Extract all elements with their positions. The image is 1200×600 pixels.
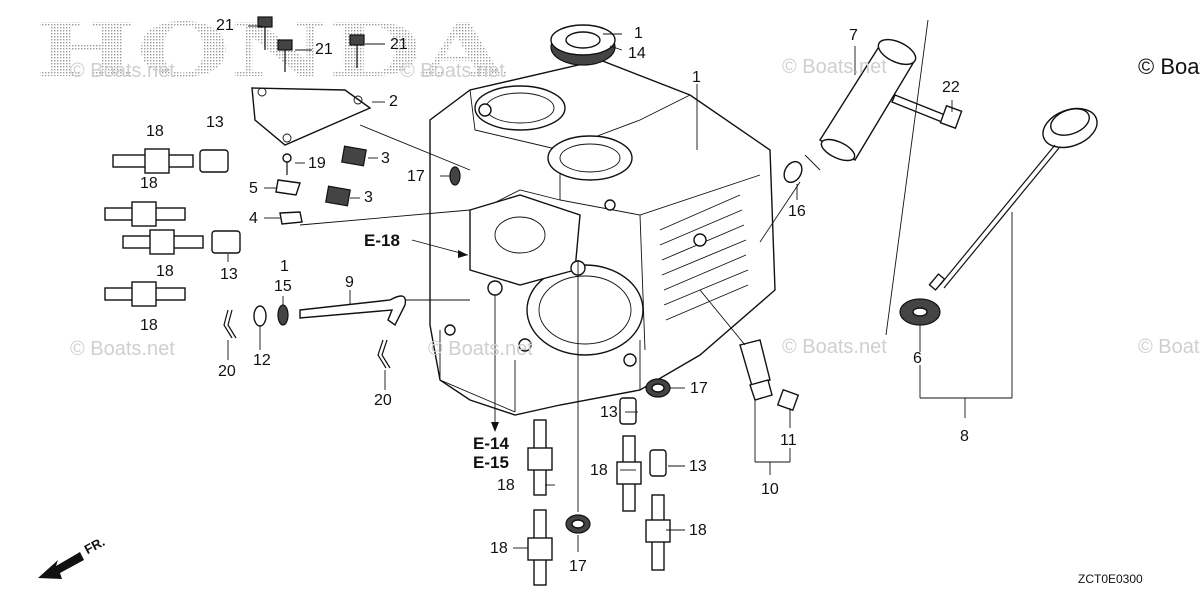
- callout-18-g: 18: [689, 522, 707, 539]
- callout-8: 8: [960, 428, 969, 445]
- ref-e18: E-18: [364, 231, 400, 250]
- callout-20-a: 20: [218, 363, 236, 380]
- oil-dipstick: [928, 107, 1098, 291]
- callout-13-c: 13: [600, 404, 618, 421]
- callout-16: 16: [788, 203, 806, 220]
- callout-5: 5: [249, 180, 258, 197]
- callout-18-h: 18: [490, 540, 508, 557]
- callout-9: 9: [345, 274, 354, 291]
- callout-18-b: 18: [140, 175, 158, 192]
- callout-4: 4: [249, 210, 258, 227]
- oil-seal: [550, 24, 616, 66]
- callout-20-b: 20: [374, 392, 392, 409]
- callout-12: 12: [253, 352, 271, 369]
- crankcase-body: [429, 59, 776, 416]
- callout-21-c: 21: [390, 36, 408, 53]
- callout-18-a: 18: [146, 123, 164, 140]
- callout-1-left: 1: [280, 258, 289, 275]
- callout-14: 14: [628, 45, 646, 62]
- ref-e14: E-14: [473, 434, 509, 453]
- watermark-mid-left: © Boats.net: [70, 338, 175, 360]
- callout-13-a: 13: [206, 114, 224, 131]
- callout-22: 22: [942, 79, 960, 96]
- callout-18-e: 18: [590, 462, 608, 479]
- oil-sensor: [699, 289, 800, 412]
- callout-19: 19: [308, 155, 326, 172]
- washer-16: [783, 160, 803, 184]
- drawing-code: ZCT0E0300: [1078, 572, 1143, 586]
- front-arrow-icon: [38, 552, 84, 579]
- bottom-studs: [527, 378, 671, 586]
- callout-3-a: 3: [381, 150, 390, 167]
- callout-18-c: 18: [156, 263, 174, 280]
- watermark-far-right: © Boats.net: [1138, 336, 1200, 358]
- watermark-top-mid: © Boats.net: [400, 60, 505, 82]
- watermark-top-left: © Boats.net: [70, 60, 175, 82]
- callout-15: 15: [274, 278, 292, 295]
- left-studs: [104, 148, 241, 307]
- cover-plate: [251, 87, 471, 171]
- callout-17-b: 17: [690, 380, 708, 397]
- callout-3-b: 3: [364, 189, 373, 206]
- callout-11: 11: [780, 432, 797, 449]
- seal-17-left: [449, 166, 461, 186]
- oil-filler-tube: [804, 38, 917, 171]
- callout-10: 10: [761, 481, 779, 498]
- callout-18-d: 18: [140, 317, 158, 334]
- ref-e15: E-15: [473, 453, 509, 472]
- callout-2: 2: [389, 93, 398, 110]
- callout-7: 7: [849, 27, 858, 44]
- callout-13-d: 13: [689, 458, 707, 475]
- washer-6: [899, 298, 941, 326]
- bolt-22: [891, 94, 963, 130]
- callout-13-b: 13: [220, 266, 238, 283]
- small-parts-group: [275, 145, 471, 226]
- callout-21-a: 21: [216, 17, 234, 34]
- copyright-text: © Boats: [1138, 54, 1200, 79]
- watermark-top-right: © Boats.net: [782, 56, 887, 78]
- callout-21-b: 21: [315, 41, 333, 58]
- bolts-21: [257, 16, 365, 72]
- leader-lines: [227, 19, 1013, 552]
- callout-18-f: 18: [497, 477, 515, 494]
- watermark-mid-right: © Boats.net: [782, 336, 887, 358]
- watermark-mid: © Boats.net: [428, 338, 533, 360]
- callout-1-seal: 1: [634, 25, 643, 42]
- callout-6: 6: [913, 350, 922, 367]
- callout-1-case: 1: [692, 69, 701, 86]
- callout-17-c: 17: [569, 558, 587, 575]
- callout-17-a: 17: [407, 168, 425, 185]
